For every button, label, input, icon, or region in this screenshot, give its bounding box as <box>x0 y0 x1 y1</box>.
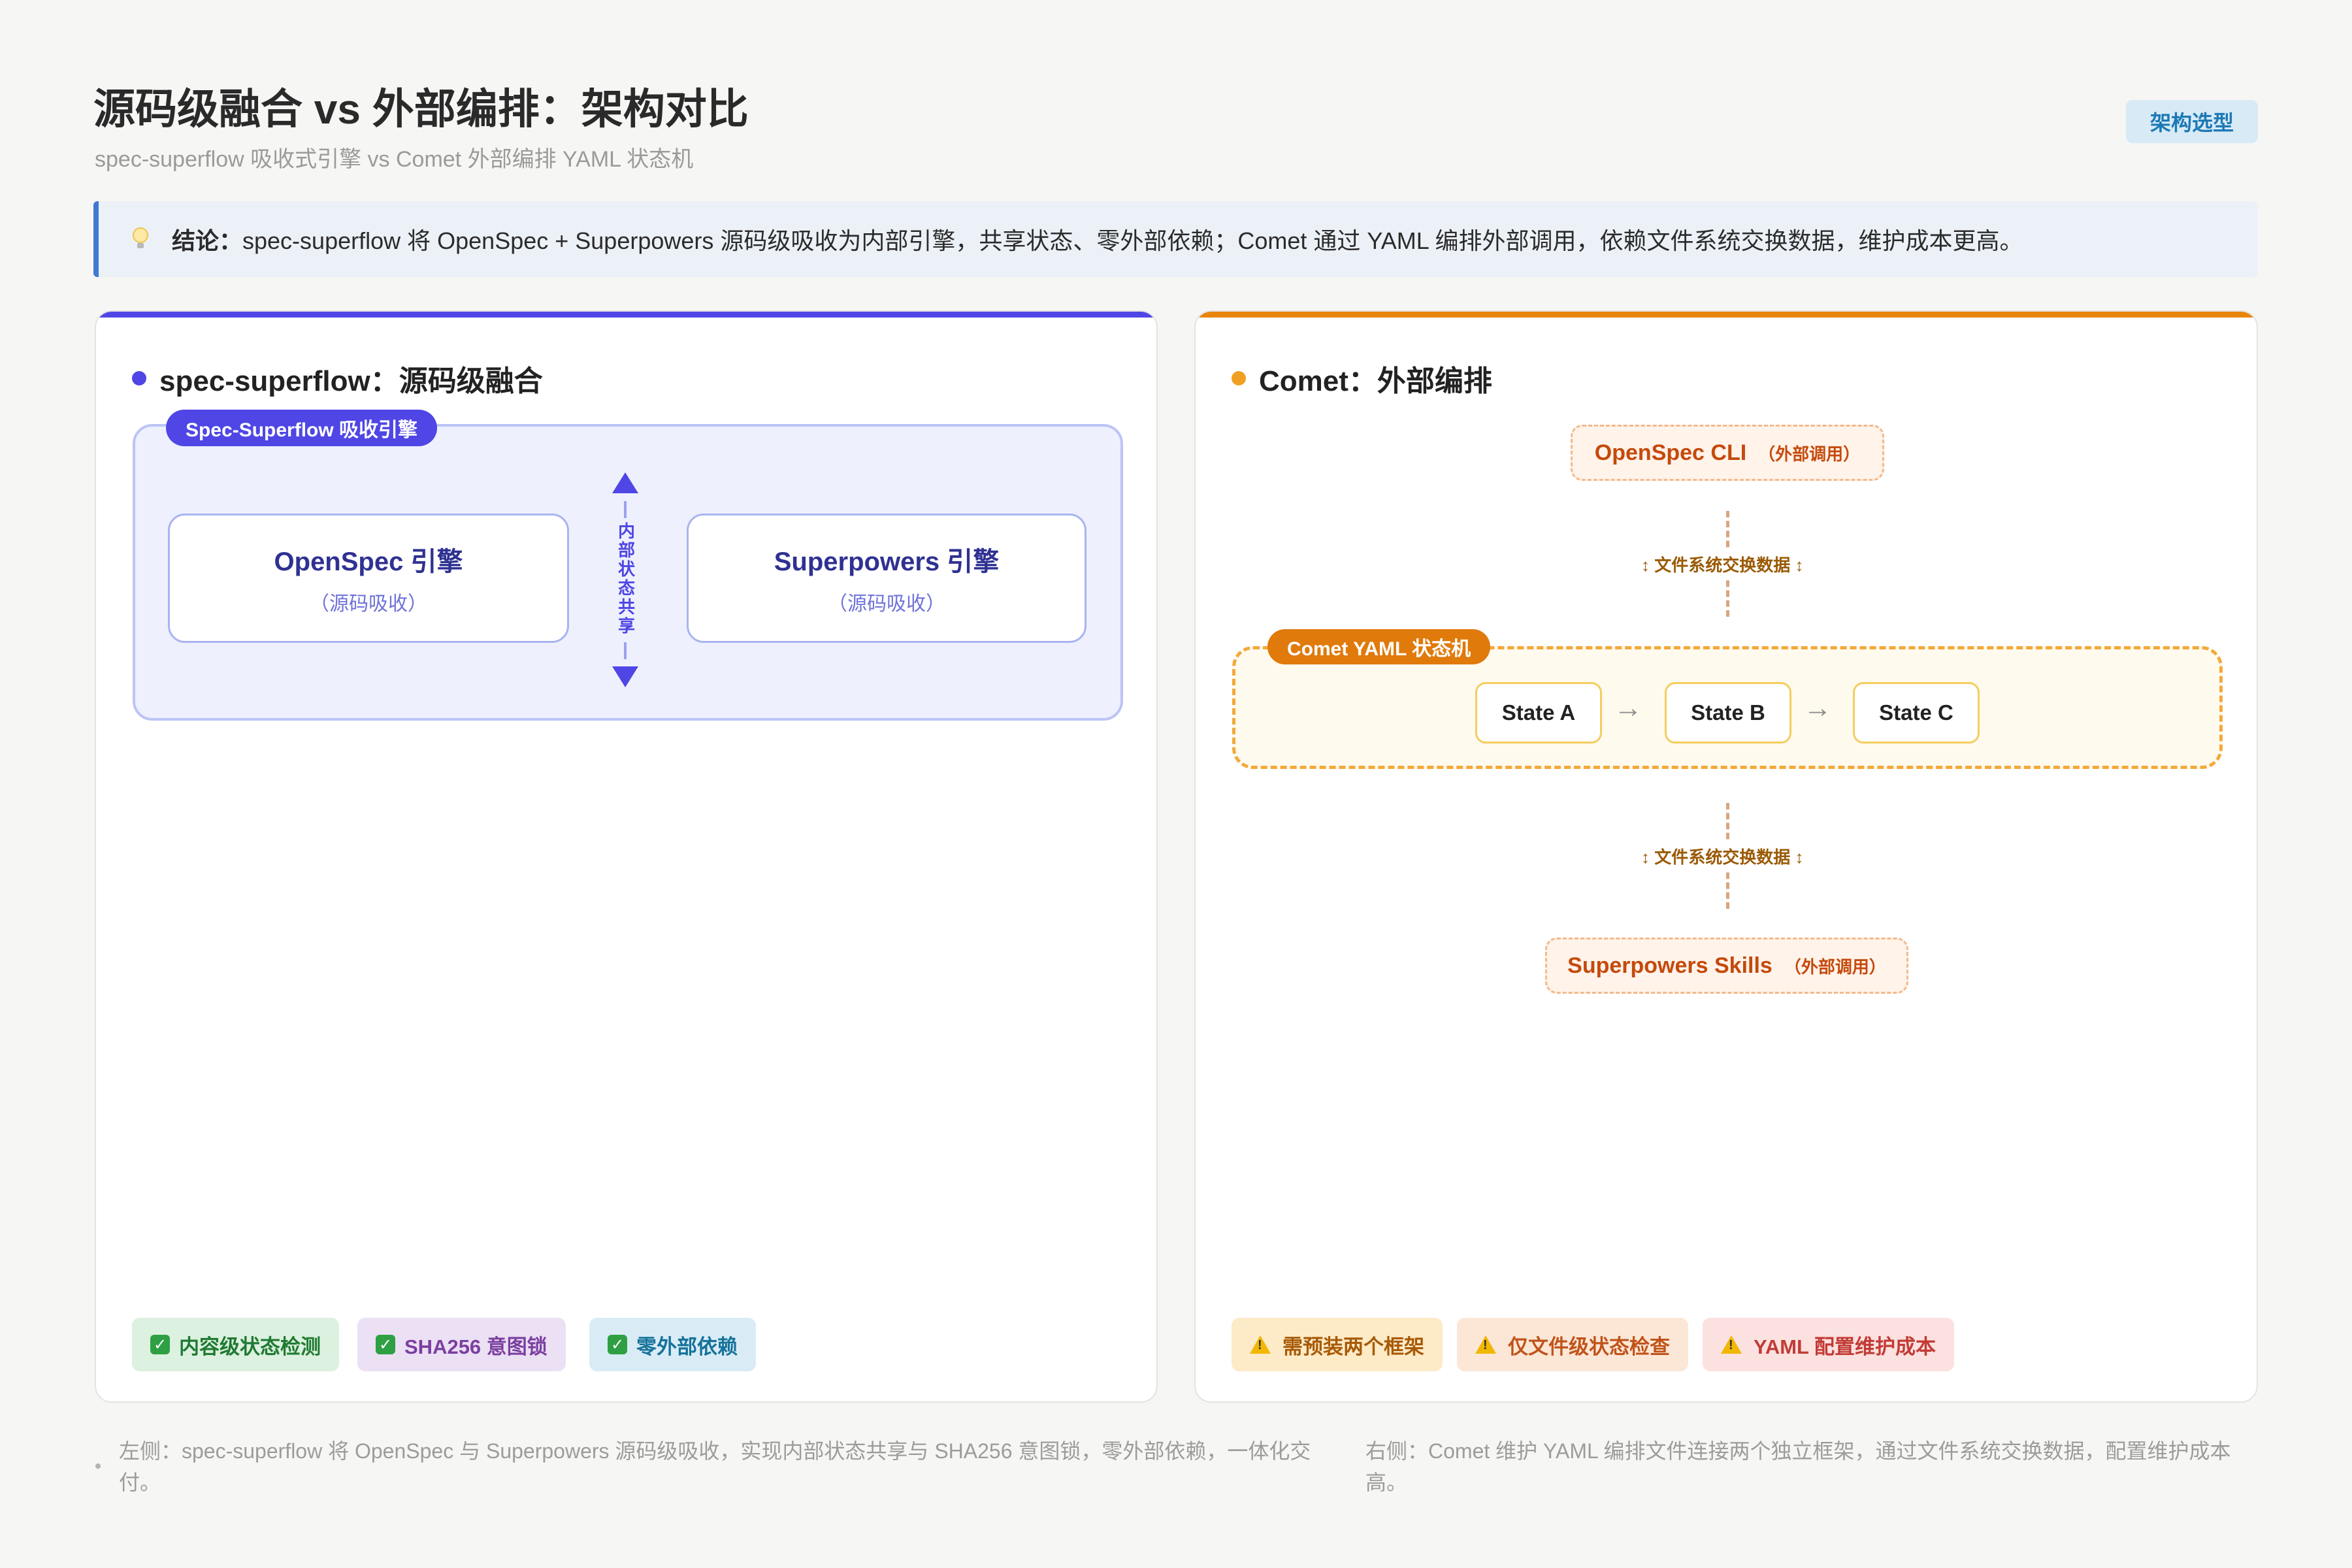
check-icon: ✓ <box>376 1335 395 1354</box>
engine-sub: （源码吸收） <box>310 593 427 615</box>
conclusion-callout: 结论： spec-superflow 将 OpenSpec + Superpow… <box>93 201 2258 277</box>
bullet-dot-icon <box>132 371 146 385</box>
superpowers-engine-box: Superpowers 引擎 （源码吸收） <box>687 514 1086 643</box>
engine-sub: （源码吸收） <box>828 593 945 615</box>
fs-exchange-label-top: ↕ 文件系统交换数据 ↕ <box>1639 549 1806 579</box>
left-panel-accent-bar <box>96 312 1156 318</box>
fs-exchange-label-bottom: ↕ 文件系统交换数据 ↕ <box>1639 841 1806 871</box>
risk-chip-file-level-check: 仅文件级状态检查 <box>1457 1318 1688 1371</box>
external-name: OpenSpec CLI <box>1594 440 1747 465</box>
feature-chip-intent-lock: ✓ SHA256 意图锁 <box>357 1318 566 1371</box>
callout-lead: 结论： <box>172 227 243 254</box>
absorb-engine-label: Spec-Superflow 吸收引擎 <box>166 410 438 446</box>
footer-right-note: 右侧：Comet 维护 YAML 编排文件连接两个独立框架，通过文件系统交换数据… <box>1365 1439 2231 1494</box>
page-subtitle: spec-superflow 吸收式引擎 vs Comet 外部编排 YAML … <box>95 147 694 172</box>
openspec-engine-box: OpenSpec 引擎 （源码吸收） <box>168 514 569 643</box>
feature-chip-zero-deps: ✓ 零外部依赖 <box>589 1318 756 1371</box>
engine-name: Superpowers 引擎 <box>774 547 1000 576</box>
lightbulb-icon <box>131 226 150 252</box>
arrow-down-icon <box>612 666 638 687</box>
chip-label: 需预装两个框架 <box>1282 1335 1424 1358</box>
category-badge: 架构选型 <box>2126 100 2258 143</box>
bullet-dot-icon <box>1232 371 1246 385</box>
chip-label: YAML 配置维护成本 <box>1754 1335 1936 1358</box>
right-panel-accent-bar <box>1196 312 2257 318</box>
check-icon: ✓ <box>150 1335 170 1354</box>
risk-chip-yaml-cost: YAML 配置维护成本 <box>1703 1318 1955 1371</box>
external-sub: （外部调用） <box>1784 956 1886 977</box>
check-icon: ✓ <box>608 1335 627 1354</box>
page-title: 源码级融合 vs 外部编排：架构对比 <box>93 86 749 133</box>
chip-label: 仅文件级状态检查 <box>1508 1335 1670 1358</box>
right-panel-title-text: Comet：外部编排 <box>1259 365 1492 397</box>
link-line <box>624 642 627 659</box>
state-b-node: State B <box>1665 682 1791 743</box>
arrow-up-icon <box>612 472 638 493</box>
superpowers-skills-box: Superpowers Skills （外部调用） <box>1545 938 1908 994</box>
arrow-right-icon: → <box>1614 692 1642 724</box>
chip-label: SHA256 意图锁 <box>404 1335 547 1358</box>
state-c-node: State C <box>1853 682 1980 743</box>
external-sub: （外部调用） <box>1758 444 1861 464</box>
callout-text: spec-superflow 将 OpenSpec + Superpowers … <box>242 227 2023 254</box>
chip-label: 零外部依赖 <box>636 1335 738 1358</box>
engine-name: OpenSpec 引擎 <box>274 547 463 576</box>
internal-state-share-label: 内部状态共享 <box>617 521 635 636</box>
left-panel-title-text: spec-superflow：源码级融合 <box>159 365 543 397</box>
left-panel-title: spec-superflow：源码级融合 <box>132 357 543 399</box>
arrow-right-icon: → <box>1803 692 1832 724</box>
footer-left-note: 左侧：spec-superflow 将 OpenSpec 与 Superpowe… <box>119 1439 1311 1494</box>
feature-chip-state-detection: ✓ 内容级状态检测 <box>132 1318 339 1371</box>
warning-icon <box>1475 1335 1496 1354</box>
right-panel: Comet：外部编排 OpenSpec CLI （外部调用） ↕ 文件系统交换数… <box>1194 310 2258 1403</box>
openspec-cli-box: OpenSpec CLI （外部调用） <box>1571 425 1884 481</box>
right-panel-title: Comet：外部编排 <box>1232 357 1492 399</box>
yaml-state-machine-label: Comet YAML 状态机 <box>1267 629 1491 664</box>
risk-chip-preinstall: 需预装两个框架 <box>1232 1318 1443 1371</box>
warning-icon <box>1721 1335 1742 1354</box>
warning-icon <box>1250 1335 1271 1354</box>
chip-label: 内容级状态检测 <box>179 1335 321 1358</box>
link-line <box>624 501 627 518</box>
footer-bullet-icon <box>95 1463 101 1469</box>
left-panel: spec-superflow：源码级融合 Spec-Superflow 吸收引擎… <box>95 310 1158 1403</box>
external-name: Superpowers Skills <box>1567 953 1772 978</box>
state-a-node: State A <box>1475 682 1602 743</box>
